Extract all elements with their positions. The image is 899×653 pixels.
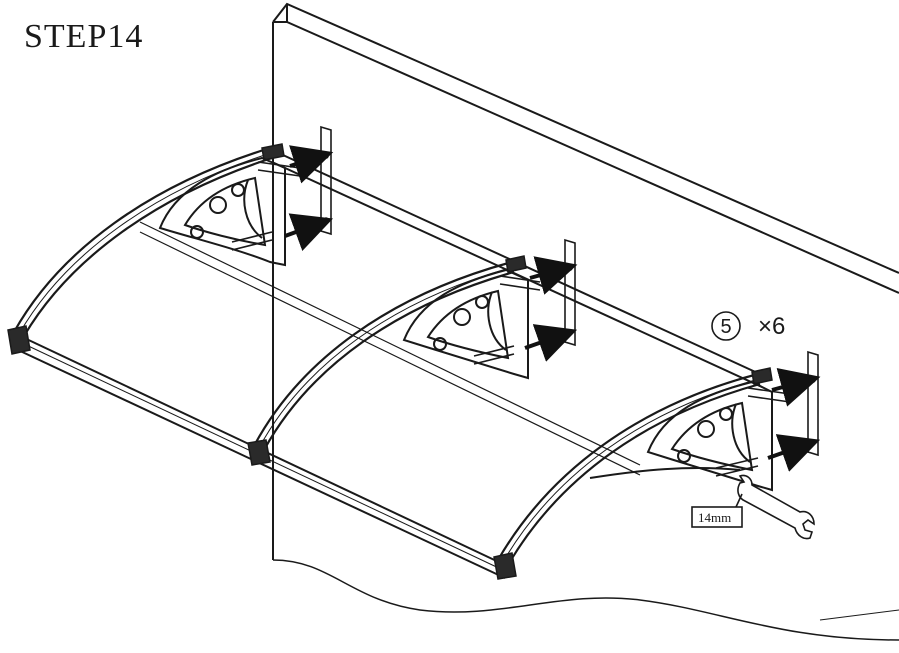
brackets xyxy=(160,158,772,490)
bolts xyxy=(232,162,790,476)
insert-arrows xyxy=(285,157,805,458)
tool-size-label: 14mm xyxy=(698,510,731,525)
wall xyxy=(273,4,899,640)
part-quantity: ×6 xyxy=(758,313,785,340)
part-callout: 5 ×6 xyxy=(712,312,785,340)
wrench-icon xyxy=(692,475,814,538)
canopy-panel xyxy=(18,150,762,578)
wall-plates xyxy=(321,127,818,455)
part-number: 5 xyxy=(720,316,731,338)
curved-arms xyxy=(14,148,760,565)
arm-caps xyxy=(8,144,772,579)
